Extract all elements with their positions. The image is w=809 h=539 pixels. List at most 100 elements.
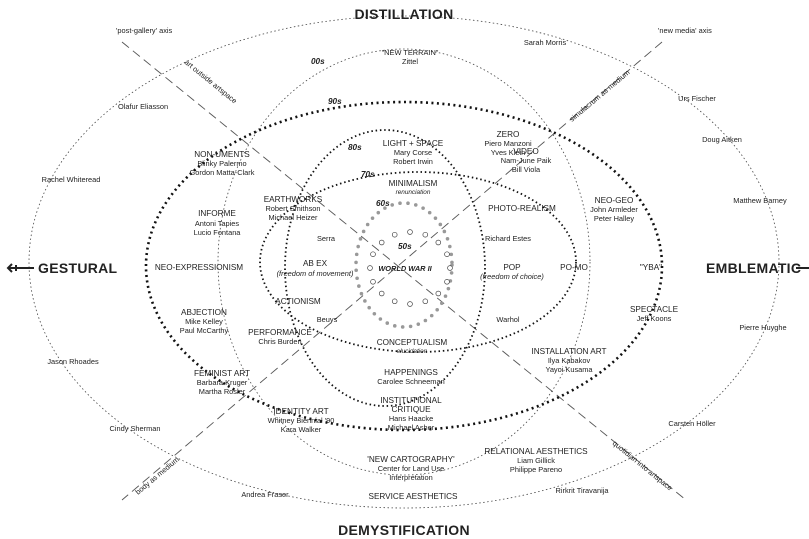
ring-50s-marker (444, 279, 450, 285)
new-media-axis-label: 'new media' axis (658, 26, 712, 35)
ring-50s-marker (407, 229, 413, 235)
simulacrum-label: simulacrum as medium (568, 68, 632, 124)
ring-50s-marker (370, 279, 376, 285)
ring-50s-marker (391, 298, 398, 305)
photo-realism-title: PHOTO-REALISM (488, 204, 556, 213)
identity-art-artist-2: Kara Walker (281, 425, 322, 434)
serra: Serra (317, 234, 336, 243)
installation-artist-1: Ilya Kabakov (548, 356, 591, 365)
ring-50s-marker (378, 239, 385, 246)
non-uments-artist-2: Gordon Matta-Clark (190, 168, 255, 177)
rachel-whiteread: Rachel Whiteread (42, 175, 101, 184)
cindy-sherman: Cindy Sherman (110, 424, 161, 433)
rirkrit-tiravanija: Rirkrit Tiravanija (556, 486, 610, 495)
ring-50s-marker (367, 265, 373, 271)
new-cartography-line-1: Center for Land Use (378, 464, 445, 473)
urs-fischer: Urs Fischer (678, 94, 716, 103)
identity-art-title: IDENTITY ART (273, 407, 328, 416)
pierre-huyghe: Pierre Huyghe (739, 323, 786, 332)
relational-aesthetics-title: RELATIONAL AESTHETICS (484, 447, 588, 456)
jason-rhoades: Jason Rhoades (47, 357, 99, 366)
spectacle-artist: Jeff Koons (637, 314, 672, 323)
performance-artist: Chris Burden (258, 337, 301, 346)
ring-50s-marker (422, 231, 429, 238)
light-space-artist-2: Robert Irwin (393, 157, 433, 166)
abjection-artist-1: Mike Kelley (185, 317, 223, 326)
neo-geo-title: NEO-GEO (595, 196, 634, 205)
institutional-artist-1: Hans Haacke (389, 414, 433, 423)
abjection-artist-2: Paul McCarthy (180, 326, 229, 335)
sarah-morris: Sarah Morris (524, 38, 567, 47)
video-artist-2: Bill Viola (512, 165, 541, 174)
pop-title: POP (503, 263, 521, 272)
institutional-title-2: CRITIQUE (391, 405, 431, 414)
ellipse-90s (144, 100, 664, 432)
non-uments-title: NON-UMENTS (194, 150, 250, 159)
service-aesthetics: SERVICE AESTHETICS (368, 492, 458, 501)
axis-left-title: GESTURAL (38, 260, 118, 276)
ellipse-00s (28, 15, 780, 509)
earthworks-artist-1: Robert Smithson (265, 204, 320, 213)
ring-50s-marker (422, 298, 429, 305)
non-uments-artist-1: Blinky Palermo (197, 159, 246, 168)
happenings-artist: Carolee Schneeman (377, 377, 444, 386)
informe-artist-1: Antoni Tapies (195, 219, 240, 228)
ellipse-70s (259, 171, 577, 353)
ellipse-80s (284, 129, 486, 407)
feminist-artist-1: Barbara Kruger (197, 378, 248, 387)
new-media-axis-line (121, 41, 663, 501)
body-as-medium-label: body as medium (134, 455, 181, 497)
doug-aitken: Doug Aitken (702, 135, 742, 144)
decade-50s: 50s (398, 242, 412, 251)
carsten-holler: Carsten Höller (668, 419, 716, 428)
po-mo: PO-MO (560, 263, 588, 272)
ring-50s-marker (447, 265, 453, 271)
institutional-title-1: INSTITUTIONAL (380, 396, 442, 405)
ellipse-new-terrain (217, 48, 591, 476)
zero-artist-1: Piero Manzoni (484, 139, 532, 148)
left-arrow-icon (6, 263, 34, 273)
ring-50s-marker (435, 239, 442, 246)
post-gallery-axis-label: 'post-gallery' axis (116, 26, 173, 35)
warhol: Warhol (496, 315, 519, 324)
ring-50s-marker (378, 290, 385, 297)
performance-title: PERFORMANCE (248, 328, 312, 337)
happenings-title: HAPPENINGS (384, 368, 438, 377)
abjection-title: ABJECTION (181, 308, 227, 317)
ab-ex-title: AB EX (303, 259, 328, 268)
installation-title: INSTALLATION ART (531, 347, 606, 356)
beuys: Beuys (317, 315, 338, 324)
earthworks-title: EARTHWORKS (264, 195, 323, 204)
neo-geo-artist-1: John Armleder (590, 205, 638, 214)
yba: "YBA" (640, 263, 662, 272)
quotidian-label: quotidian into artspace (611, 439, 674, 493)
axis-right-title: EMBLEMATIC (706, 260, 801, 276)
axis-bottom-title: DEMYSTIFICATION (338, 522, 470, 538)
relational-artist-2: Philippe Pareno (510, 465, 562, 474)
post-gallery-axis-line (121, 41, 687, 501)
andrea-fraser: Andrea Fraser (241, 490, 289, 499)
actionism: ACTIONISM (275, 297, 321, 306)
neo-geo-artist-2: Peter Halley (594, 214, 635, 223)
minimalism-title: MINIMALISM (389, 179, 438, 188)
new-terrain-artist: Zittel (402, 57, 418, 66)
zero-artist-2: Yves Klein (491, 148, 526, 157)
decade-70s: 70s (361, 170, 375, 179)
feminist-artist-2: Martha Rosler (199, 387, 246, 396)
conceptualism-title: CONCEPTUALISM (377, 338, 448, 347)
earthworks-artist-2: Michael Heizer (269, 213, 318, 222)
video-title: VIDEO (513, 147, 538, 156)
axis-top-title: DISTILLATION (355, 6, 454, 22)
decade-60s: 60s (376, 199, 390, 208)
institutional-artist-2: Michael Asher (388, 423, 435, 432)
olafur-eliasson: Olafur Eliasson (118, 102, 168, 111)
video-artist-1: Nam-June Paik (501, 156, 552, 165)
new-cartography-line-2: Interpretation (389, 473, 433, 482)
new-cartography-title: 'NEW CARTOGRAPHY' (367, 455, 455, 464)
zero-title: ZERO (497, 130, 520, 139)
matthew-barney: Matthew Barney (733, 196, 787, 205)
informe-title: INFORME (198, 209, 236, 218)
decade-00s: 00s (311, 57, 325, 66)
ring-50s-marker (391, 231, 398, 238)
